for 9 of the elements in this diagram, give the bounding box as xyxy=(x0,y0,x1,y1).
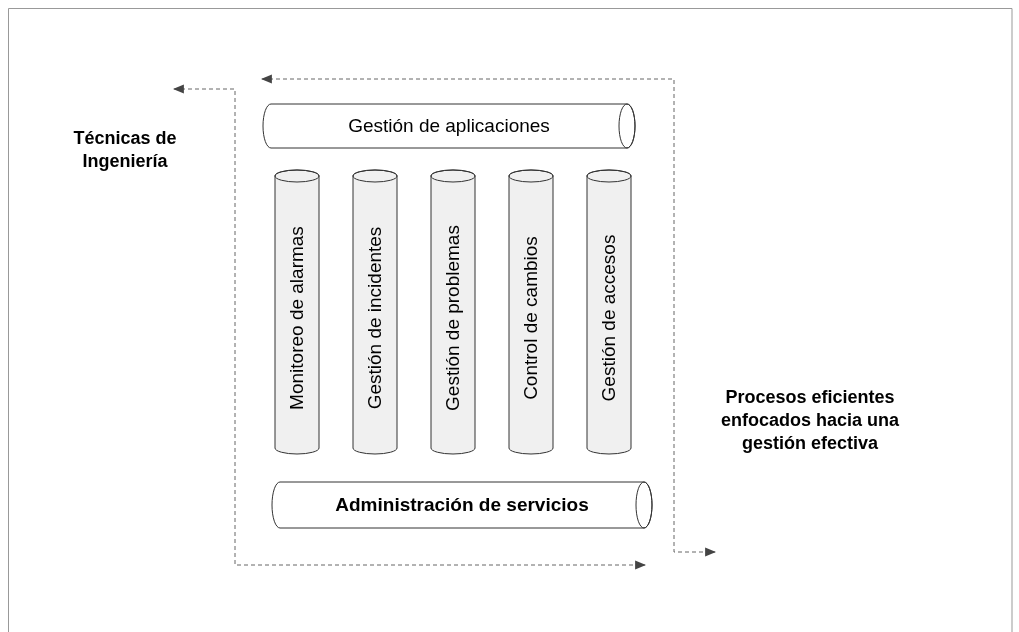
cylinder-label: Gestión de accesos xyxy=(598,234,620,402)
cylinder-label: Monitoreo de alarmas xyxy=(286,225,308,410)
cylinder-label: Control de cambios xyxy=(520,235,542,400)
side-note: Técnicas de Ingeniería xyxy=(72,127,178,173)
side-note: Procesos eficientes enfocados hacia una gestión efectiva xyxy=(719,386,901,455)
cylinder-label: Gestión de problemas xyxy=(442,224,464,411)
cylinder-label: Gestión de incidentes xyxy=(364,226,386,410)
cylinder-label: Administración de servicios xyxy=(335,494,589,516)
cylinder-label: Gestión de aplicaciones xyxy=(348,115,550,137)
